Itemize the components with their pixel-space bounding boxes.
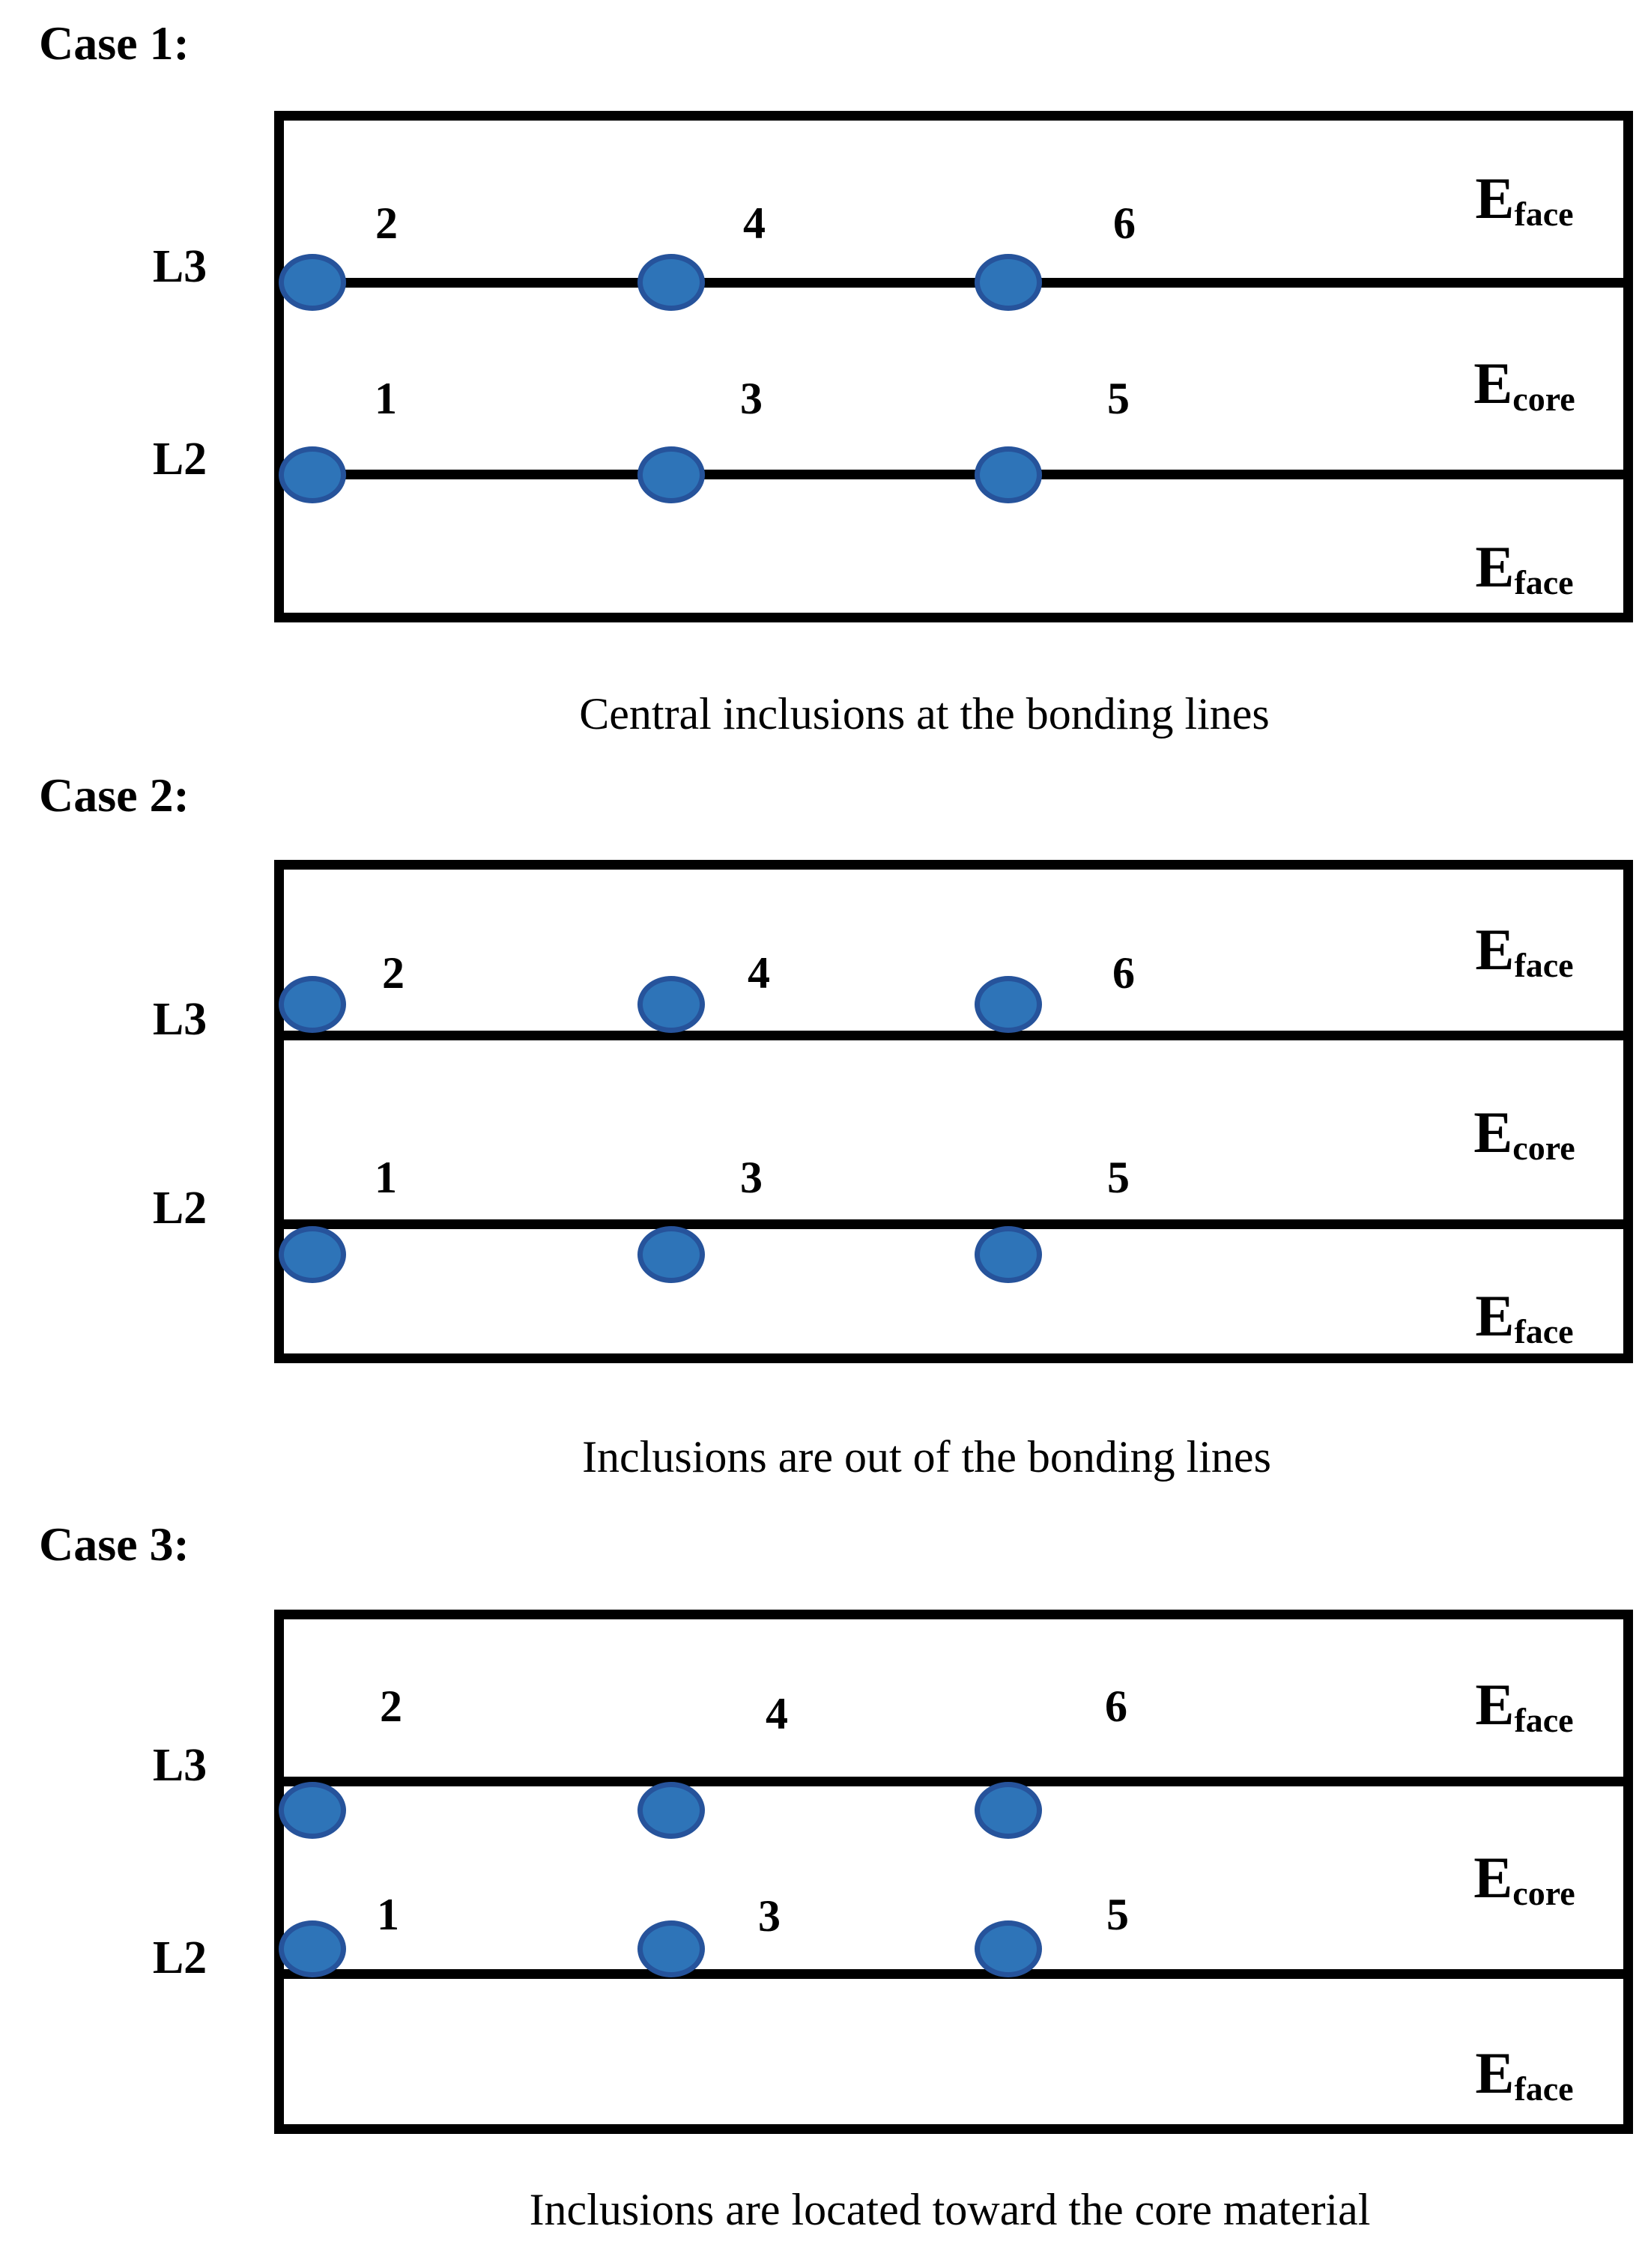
modulus-subscript: core: [1512, 380, 1575, 418]
case-1-inclusion-2: [279, 254, 346, 311]
case-3-title: Case 3:: [39, 1517, 190, 1571]
inclusion-number: 4: [743, 198, 766, 248]
case-1-inclusion-1: [279, 446, 346, 503]
case-1-bonding-line-l3: [284, 278, 1623, 288]
inclusion-number: 5: [1107, 374, 1130, 423]
modulus-symbol: E: [1475, 2040, 1515, 2105]
region-label-ecore: Ecore: [1473, 1849, 1575, 1911]
case-2-title: Case 2:: [39, 768, 190, 822]
case-2-inclusion-6: [975, 976, 1042, 1033]
inclusion-number: 4: [748, 948, 770, 998]
case-2-caption: Inclusions are out of the bonding lines: [582, 1432, 1271, 1482]
case-1-panel: [274, 111, 1633, 622]
inclusion-number: 5: [1106, 1890, 1129, 1939]
modulus-symbol: E: [1475, 1283, 1515, 1348]
inclusion-number: 6: [1113, 198, 1136, 248]
inclusion-number: 2: [380, 1682, 402, 1731]
modulus-subscript: face: [1514, 2070, 1574, 2108]
case-2-inclusion-1: [279, 1226, 346, 1283]
inclusion-number: 1: [375, 374, 397, 423]
region-label-eface-bottom: Eface: [1475, 538, 1573, 600]
inclusion-number: 6: [1105, 1682, 1127, 1731]
case-1-caption: Central inclusions at the bonding lines: [579, 689, 1270, 739]
case-2-inclusion-5: [975, 1226, 1042, 1283]
modulus-subscript: face: [1514, 1701, 1574, 1739]
case-3-caption: Inclusions are located toward the core m…: [529, 2185, 1371, 2234]
modulus-subscript: core: [1512, 1874, 1575, 1912]
case-3-panel: [274, 1610, 1633, 2134]
modulus-subscript: face: [1514, 1312, 1574, 1350]
region-label-ecore: Ecore: [1473, 1100, 1575, 1165]
inclusion-number: 5: [1107, 1153, 1130, 1202]
case-2-panel: [274, 860, 1633, 1363]
case-1-layer-label-l2: L2: [152, 434, 207, 485]
case-2-layer-label-l3: L3: [152, 994, 207, 1045]
inclusion-number: 2: [382, 948, 405, 998]
modulus-symbol: E: [1473, 351, 1513, 416]
inclusion-number: 2: [375, 198, 398, 248]
case-1-inclusion-6: [975, 254, 1042, 311]
case-2-inclusion-3: [637, 1226, 705, 1283]
region-label-eface-bottom: Eface: [1475, 2044, 1573, 2106]
case-1-bonding-line-l2: [284, 470, 1623, 479]
modulus-symbol: E: [1475, 534, 1515, 599]
case-3-inclusion-6: [975, 1782, 1042, 1839]
region-label-eface-top: Eface: [1475, 921, 1573, 983]
modulus-symbol: E: [1475, 166, 1515, 231]
case-2-inclusion-2: [279, 976, 346, 1033]
case-3-layer-label-l3: L3: [152, 1740, 207, 1791]
modulus-symbol: E: [1475, 917, 1515, 982]
case-3-inclusion-2: [279, 1782, 346, 1839]
case-3-layer-label-l2: L2: [152, 1932, 207, 1983]
case-2-bonding-line-l2: [284, 1219, 1623, 1229]
case-2-inclusion-4: [637, 976, 705, 1033]
inclusion-number: 3: [740, 374, 763, 423]
inclusion-number: 1: [377, 1890, 399, 1939]
modulus-subscript: face: [1514, 946, 1574, 984]
inclusion-number: 3: [740, 1153, 763, 1202]
inclusion-number: 1: [375, 1153, 397, 1202]
region-label-eface-top: Eface: [1475, 166, 1573, 231]
inclusion-number: 4: [766, 1689, 788, 1738]
case-2-layer-label-l2: L2: [152, 1183, 207, 1234]
modulus-subscript: face: [1514, 563, 1574, 601]
modulus-subscript: core: [1512, 1129, 1575, 1167]
region-label-eface-top: Eface: [1475, 1676, 1573, 1738]
region-label-eface-bottom: Eface: [1475, 1287, 1573, 1349]
inclusion-number: 6: [1112, 948, 1135, 998]
case-1-inclusion-5: [975, 446, 1042, 503]
case-3-inclusion-4: [637, 1782, 705, 1839]
case-1-layer-label-l3: L3: [152, 241, 207, 292]
case-3-bonding-line-l2: [284, 1969, 1623, 1979]
case-3-inclusion-3: [637, 1920, 705, 1977]
region-label-ecore: Ecore: [1473, 351, 1575, 416]
modulus-symbol: E: [1473, 1100, 1513, 1165]
case-1-title: Case 1:: [39, 16, 190, 70]
case-2-bonding-line-l3: [284, 1031, 1623, 1040]
modulus-symbol: E: [1473, 1845, 1513, 1910]
case-3-inclusion-1: [279, 1920, 346, 1977]
case-1-inclusion-4: [637, 254, 705, 311]
case-1-inclusion-3: [637, 446, 705, 503]
modulus-symbol: E: [1475, 1672, 1515, 1737]
modulus-subscript: face: [1514, 195, 1574, 233]
case-3-bonding-line-l3: [284, 1777, 1623, 1786]
case-3-inclusion-5: [975, 1920, 1042, 1977]
inclusion-number: 3: [758, 1891, 781, 1941]
